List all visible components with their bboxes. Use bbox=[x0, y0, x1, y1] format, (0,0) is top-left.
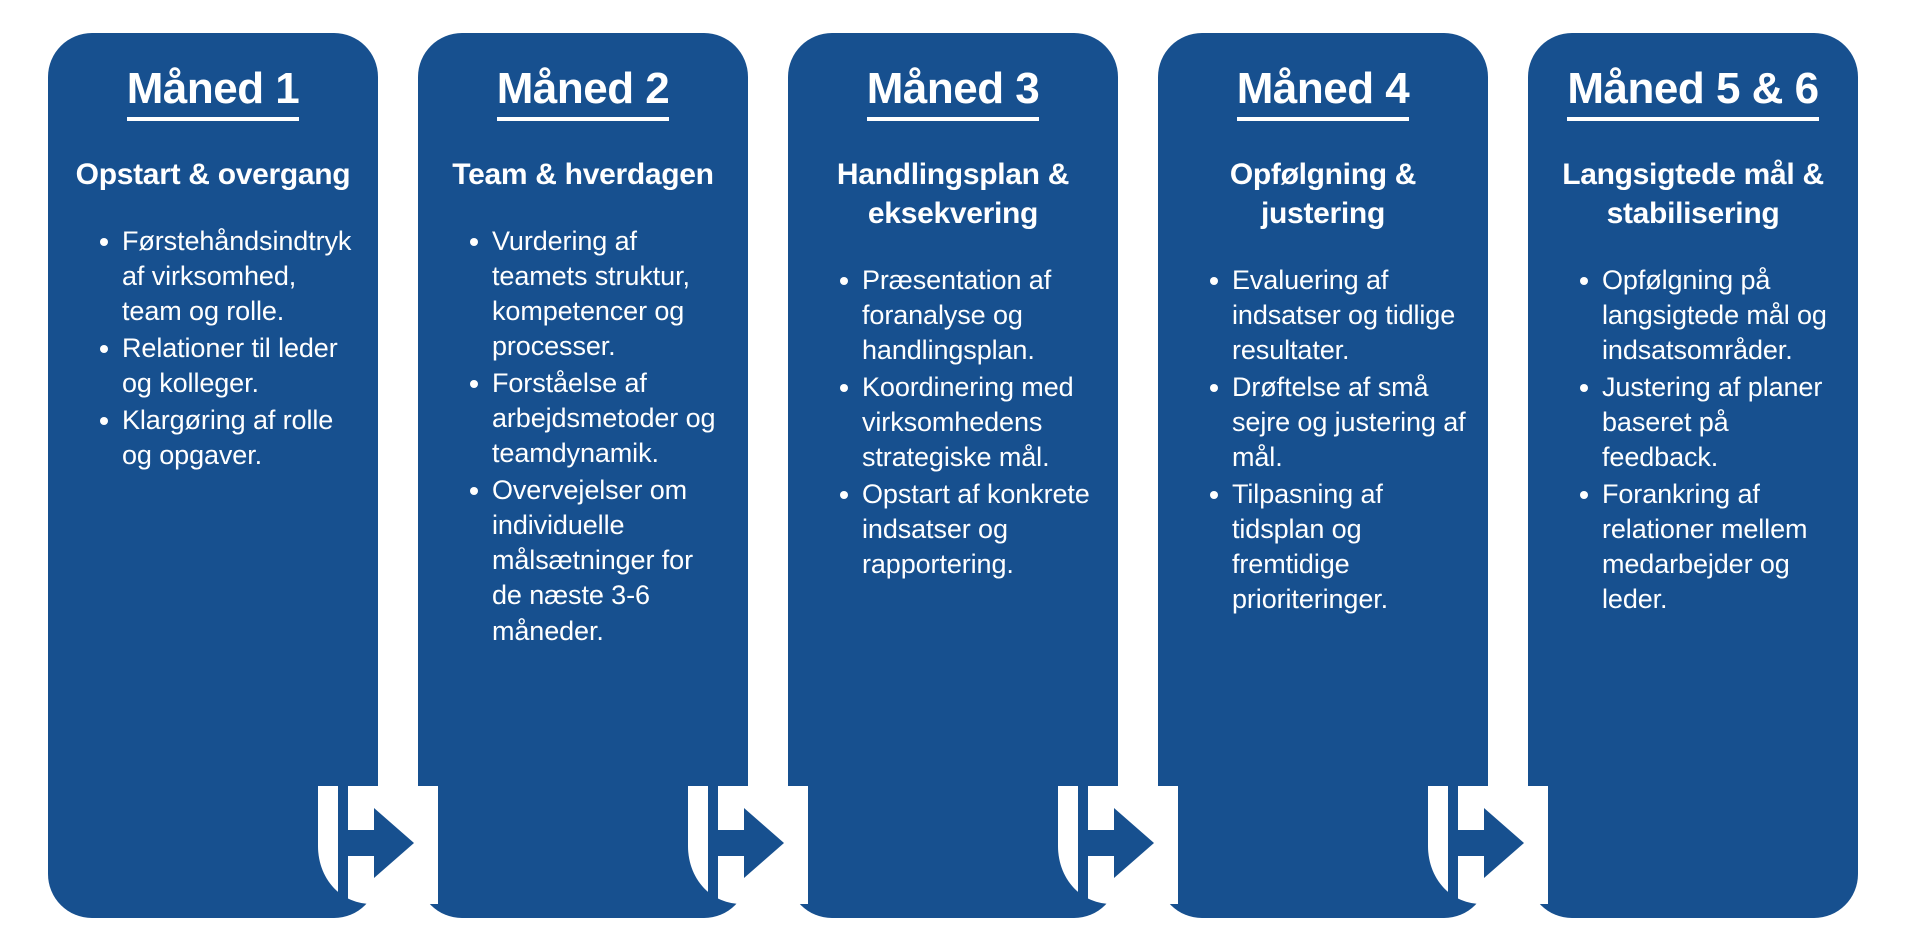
list-item: Førstehåndsindtryk af virksomhed, team o… bbox=[100, 224, 358, 329]
card-title-text: Måned 1 bbox=[126, 65, 300, 121]
card-title-text: Måned 3 bbox=[866, 65, 1040, 121]
timeline-card-month-2[interactable]: Måned 2 Team & hverdagen Vurdering af te… bbox=[418, 33, 748, 918]
card-bullet-list: Præsentation af foranalyse og handlingsp… bbox=[802, 233, 1104, 583]
list-item: Klargøring af rolle og opgaver. bbox=[100, 403, 358, 473]
card-title-text: Måned 4 bbox=[1236, 65, 1410, 121]
card-subtitle: Langsigtede mål & stabilisering bbox=[1562, 157, 1824, 230]
timeline-card-month-1[interactable]: Måned 1 Opstart & overgang Førstehåndsin… bbox=[48, 33, 378, 918]
list-item: Evaluering af indsatser og tidlige resul… bbox=[1210, 263, 1468, 368]
card-bullet-list: Førstehåndsindtryk af virksomhed, team o… bbox=[62, 194, 364, 474]
card-subtitle: Team & hverdagen bbox=[452, 157, 714, 191]
list-item: Vurdering af teamets struktur, kompetenc… bbox=[470, 224, 728, 364]
list-item: Opstart af konkrete indsatser og rapport… bbox=[840, 477, 1098, 582]
card-bullet-list: Opfølgning på langsigtede mål og indsats… bbox=[1542, 233, 1844, 618]
list-item: Tilpasning af tidsplan og fremtidige pri… bbox=[1210, 477, 1468, 617]
list-item: Forståelse af arbejdsmetoder og teamdyna… bbox=[470, 366, 728, 471]
list-item: Relationer til leder og kolleger. bbox=[100, 331, 358, 401]
card-title: Måned 3 bbox=[802, 33, 1104, 121]
card-bullet-list: Evaluering af indsatser og tidlige resul… bbox=[1172, 233, 1474, 618]
card-subtitle: Opfølgning & justering bbox=[1229, 157, 1417, 230]
card-subtitle: Opstart & overgang bbox=[75, 157, 351, 191]
card-title: Måned 4 bbox=[1172, 33, 1474, 121]
card-title: Måned 1 bbox=[62, 33, 364, 121]
card-title: Måned 5 & 6 bbox=[1542, 33, 1844, 121]
list-item: Koordinering med virksomhedens strategis… bbox=[840, 370, 1098, 475]
list-item: Præsentation af foranalyse og handlingsp… bbox=[840, 263, 1098, 368]
timeline-card-month-3[interactable]: Måned 3 Handlingsplan & eksekvering Præs… bbox=[788, 33, 1118, 918]
card-title-text: Måned 2 bbox=[496, 65, 670, 121]
card-bullet-list: Vurdering af teamets struktur, kompetenc… bbox=[432, 194, 734, 649]
timeline-card-month-4[interactable]: Måned 4 Opfølgning & justering Evaluerin… bbox=[1158, 33, 1488, 918]
list-item: Justering af planer baseret på feedback. bbox=[1580, 370, 1838, 475]
card-title-text: Måned 5 & 6 bbox=[1567, 65, 1819, 121]
list-item: Opfølgning på langsigtede mål og indsats… bbox=[1580, 263, 1838, 368]
list-item: Drøftelse af små sejre og justering af m… bbox=[1210, 370, 1468, 475]
card-title: Måned 2 bbox=[432, 33, 734, 121]
list-item: Forankring af relationer mellem medarbej… bbox=[1580, 477, 1838, 617]
timeline-card-month-5-6[interactable]: Måned 5 & 6 Langsigtede mål & stabiliser… bbox=[1528, 33, 1858, 918]
card-subtitle: Handlingsplan & eksekvering bbox=[836, 157, 1070, 230]
list-item: Overvejelser om individuelle målsætninge… bbox=[470, 473, 728, 648]
